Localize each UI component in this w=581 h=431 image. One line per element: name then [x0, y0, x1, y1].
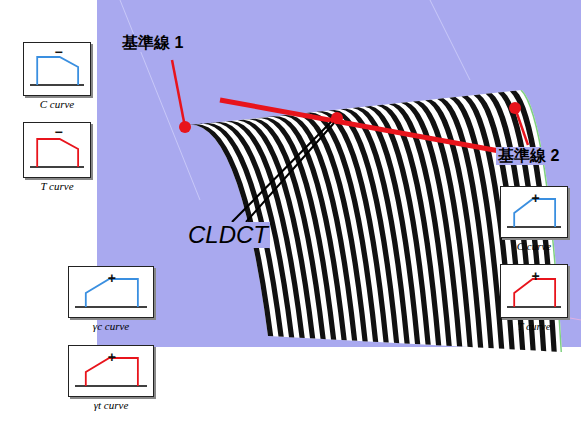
curve-shape [514, 279, 555, 307]
stripe [292, 114, 368, 342]
curve-shape [37, 57, 78, 85]
leader-line [246, 123, 334, 222]
curve-caption: C curve [501, 240, 567, 252]
stripe [340, 109, 409, 344]
stripe [280, 115, 357, 341]
stripe [304, 113, 378, 343]
sign-symbol: + [108, 271, 116, 285]
stripe [365, 106, 431, 345]
axis-line [120, 0, 200, 200]
axis-line [430, 0, 470, 80]
curve-caption: γc curve [69, 320, 153, 332]
curve-box: +C curve [500, 186, 568, 238]
stripe [268, 116, 347, 340]
point-dot [331, 112, 343, 124]
leader-line [232, 122, 331, 222]
reference-line [220, 100, 505, 152]
callout-label: CLDCT [186, 222, 270, 248]
point-dot [179, 121, 191, 133]
sign-symbol: − [55, 125, 63, 139]
point-dot [509, 102, 521, 114]
stripe [353, 107, 421, 344]
reference-label: 基準線 2 [496, 147, 561, 165]
curve-caption: γt curve [69, 399, 153, 411]
curve-shape [37, 139, 78, 167]
sign-symbol: + [108, 350, 116, 364]
curve-box: −T curve [23, 122, 91, 178]
curve-box: +T curve [500, 264, 568, 318]
leader-line [172, 60, 185, 127]
sign-symbol: + [532, 269, 540, 283]
stripe [328, 110, 399, 343]
curve-caption: T curve [24, 180, 90, 192]
curve-box: +γc curve [68, 266, 154, 318]
reference-label: 基準線 1 [120, 34, 185, 52]
curve-caption: T curve [501, 320, 567, 332]
stripe [316, 111, 389, 342]
curve-box: −C curve [23, 42, 91, 96]
curve-caption: C curve [24, 98, 90, 110]
sign-symbol: − [55, 45, 63, 59]
curve-box: +γt curve [68, 345, 154, 397]
sign-symbol: + [532, 191, 540, 205]
stripe [183, 124, 273, 336]
